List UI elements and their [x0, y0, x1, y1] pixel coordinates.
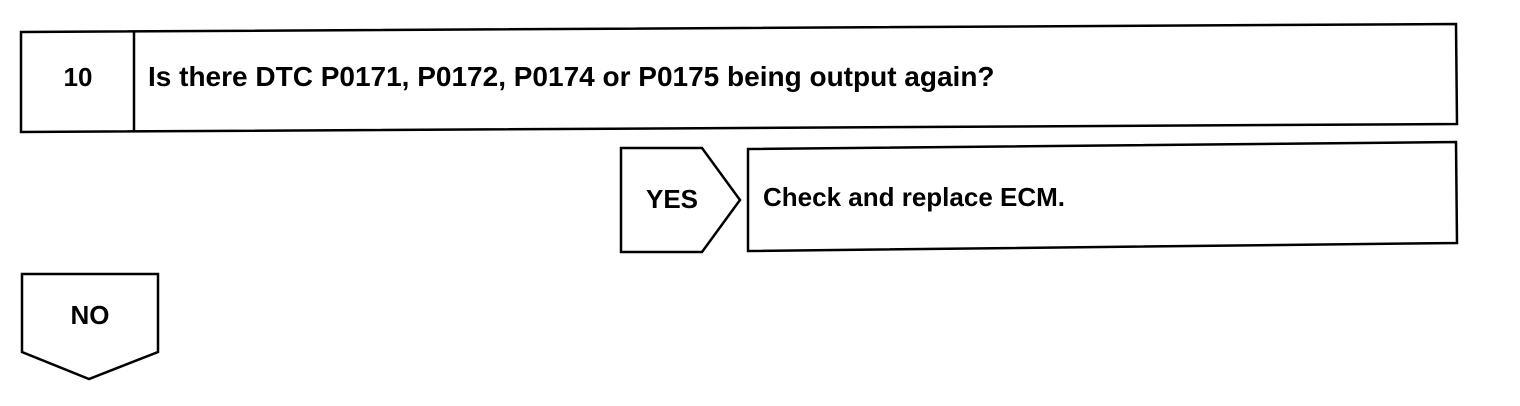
no-arrow [20, 272, 160, 381]
step-box [19, 22, 1459, 134]
step-question: Is there DTC P0171, P0172, P0174 or P017… [148, 61, 995, 92]
step-number: 10 [63, 62, 93, 92]
yes-arrow [619, 146, 742, 254]
yes-result-box [746, 140, 1459, 253]
yes-result-text: Check and replace ECM. [763, 182, 1065, 212]
yes-label: YES [646, 184, 699, 214]
no-label: NO [70, 300, 110, 330]
